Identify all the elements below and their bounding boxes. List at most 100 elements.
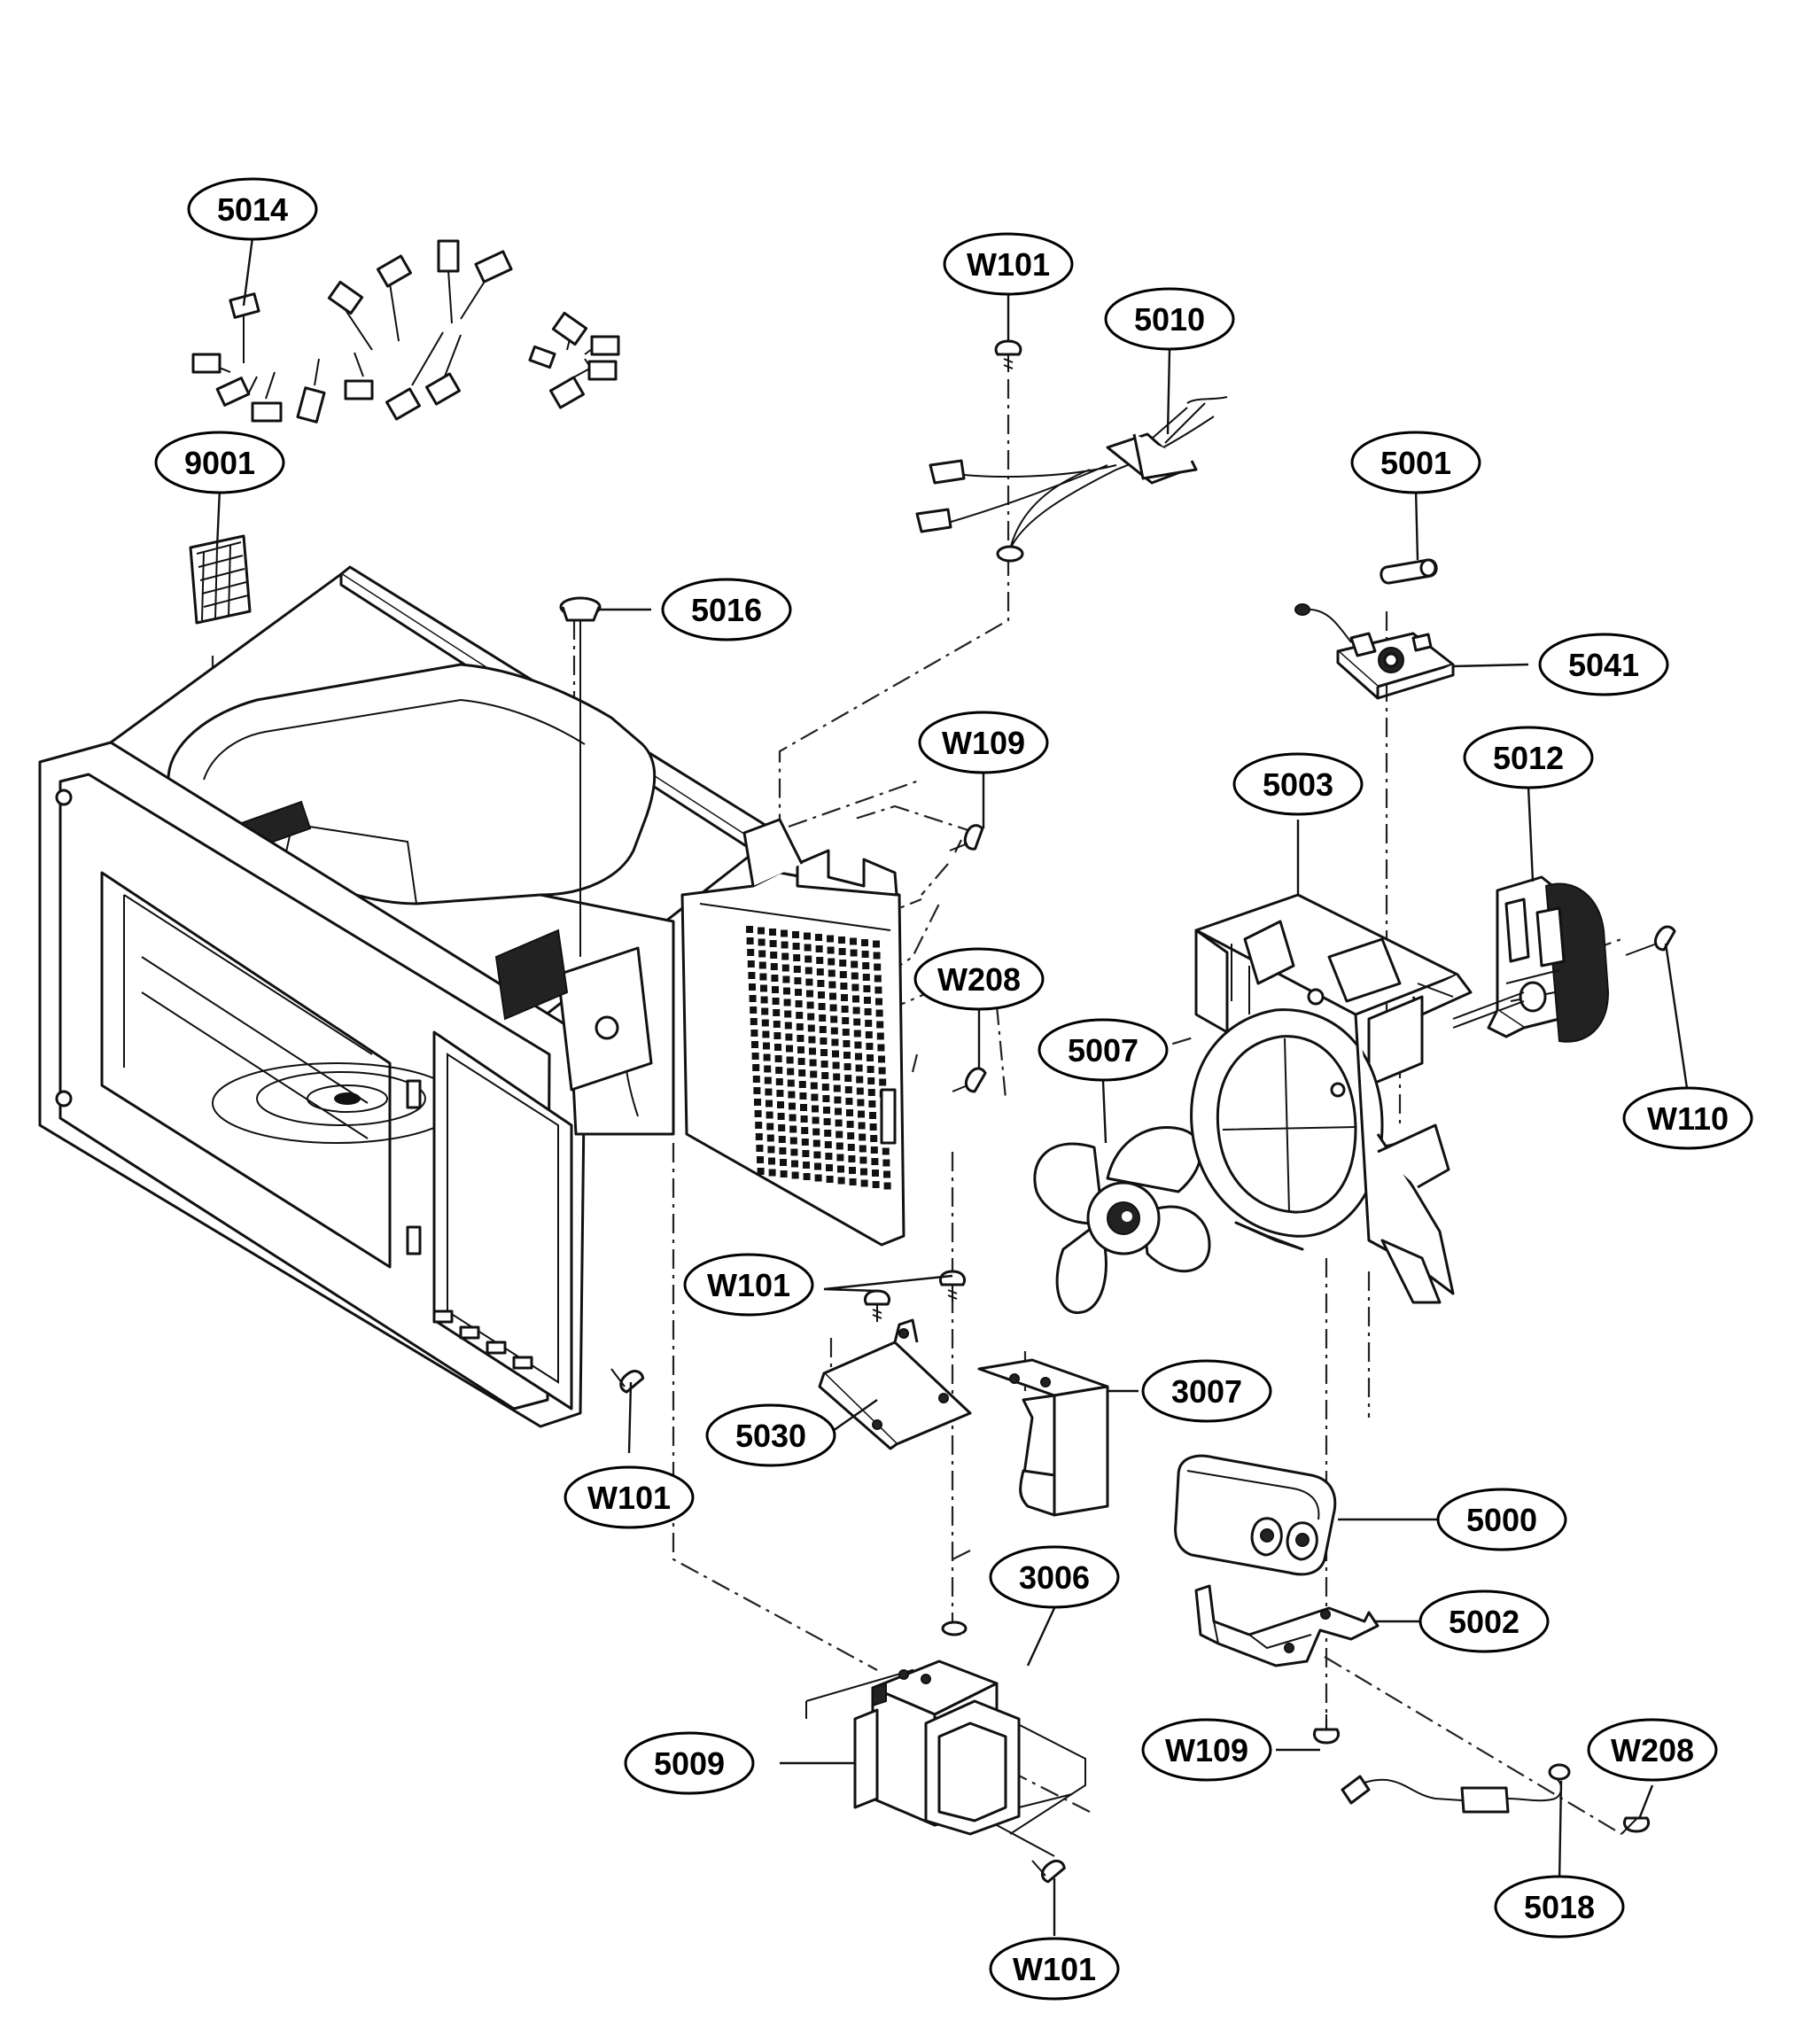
vent-hole	[860, 1168, 867, 1176]
vent-hole	[882, 1159, 890, 1167]
vent-hole	[798, 1069, 806, 1076]
callout-oval	[683, 1253, 814, 1317]
vent-hole	[837, 1177, 845, 1185]
vent-hole	[815, 934, 822, 941]
vent-hole	[750, 1018, 758, 1025]
vent-hole	[844, 1075, 852, 1082]
callout-3007: 3007	[1141, 1359, 1272, 1423]
vent-hole	[804, 932, 811, 940]
screw-w101-top	[994, 339, 1022, 372]
callout-oval	[1141, 1359, 1272, 1423]
callout-5007: 5007	[1038, 1018, 1169, 1082]
vent-hole	[777, 1113, 785, 1120]
back-panel-vent	[680, 818, 906, 1247]
vent-hole	[794, 977, 802, 984]
vent-hole	[766, 1111, 773, 1119]
vent-hole	[763, 1042, 770, 1050]
vent-hole	[855, 1064, 863, 1072]
vent-hole	[873, 940, 880, 948]
fan-blade-5007	[1033, 1125, 1211, 1315]
wire-harness-5014	[191, 239, 620, 424]
vent-hole	[840, 983, 848, 990]
vent-hole	[768, 1169, 776, 1177]
pad-9001	[189, 534, 252, 625]
callout-5030: 5030	[705, 1403, 836, 1467]
vent-hole	[872, 1170, 879, 1177]
vent-hole	[774, 1055, 782, 1062]
rod-3006	[941, 1620, 1033, 1676]
vent-hole	[864, 997, 871, 1004]
vent-hole	[764, 1076, 772, 1084]
capacitor-5000	[1174, 1454, 1337, 1576]
vent-hole	[869, 1123, 877, 1131]
vent-hole	[847, 1132, 855, 1139]
vent-hole	[754, 1110, 762, 1117]
vent-hole	[835, 1119, 843, 1127]
callout-oval	[918, 711, 1049, 774]
screw-pair-w101	[864, 1270, 966, 1322]
vent-hole	[757, 1156, 764, 1163]
vent-hole	[833, 1073, 841, 1081]
vent-hole	[821, 1072, 829, 1079]
vent-hole	[836, 1131, 843, 1139]
vent-hole	[883, 1182, 891, 1190]
vent-hole	[860, 1179, 868, 1187]
callout-oval	[1104, 287, 1235, 351]
vent-hole	[784, 1022, 792, 1030]
callout-leaders	[215, 237, 1690, 1936]
callout-oval	[943, 232, 1074, 296]
vent-hole	[864, 1008, 872, 1015]
callout-label: W109	[942, 725, 1025, 761]
capacitor-bracket-5002	[1194, 1584, 1380, 1667]
callout-oval	[661, 578, 792, 641]
vent-hole	[781, 952, 789, 960]
vent-hole	[807, 1013, 815, 1021]
callout-oval	[705, 1403, 836, 1467]
callout-label: 3007	[1171, 1373, 1242, 1410]
screw-w101-left	[610, 1368, 645, 1394]
vent-hole	[801, 1139, 809, 1146]
vent-hole	[790, 1148, 798, 1156]
vent-hole	[798, 1081, 806, 1088]
vent-hole	[797, 1035, 804, 1042]
callout-oval	[989, 1937, 1120, 2001]
vent-hole	[786, 1056, 794, 1064]
vent-hole	[796, 1023, 804, 1030]
vent-hole	[809, 1047, 816, 1055]
callout-label: 5002	[1449, 1604, 1520, 1640]
vent-hole	[839, 960, 847, 967]
vent-hole	[754, 1099, 761, 1106]
vent-hole	[843, 1040, 851, 1047]
callout-label: W208	[1611, 1732, 1694, 1768]
vent-hole	[765, 1088, 773, 1096]
callout-oval	[1463, 726, 1594, 789]
vent-hole	[816, 968, 824, 975]
vent-hole	[866, 1043, 874, 1050]
vent-hole	[849, 1178, 857, 1185]
vent-hole	[816, 957, 824, 964]
callout-label: W101	[1013, 1951, 1096, 1987]
vent-hole	[788, 1091, 796, 1099]
callout-label: 5003	[1263, 766, 1333, 803]
callout-5001: 5001	[1350, 431, 1481, 494]
vent-hole	[772, 986, 779, 993]
bracket-3007	[977, 1358, 1109, 1517]
vent-hole	[789, 1125, 797, 1133]
callout-oval	[564, 1465, 695, 1529]
screw-w109-lower	[1313, 1714, 1340, 1745]
vent-hole	[837, 1165, 844, 1173]
fuse-5001	[1380, 558, 1438, 585]
vent-hole	[805, 978, 813, 986]
vent-hole	[851, 972, 859, 980]
vent-hole	[766, 1100, 773, 1107]
vent-hole	[839, 971, 847, 978]
vent-hole	[836, 1142, 843, 1150]
vent-hole	[829, 992, 836, 1000]
vent-hole	[803, 1162, 810, 1169]
vent-hole	[773, 1009, 781, 1016]
vent-hole	[845, 1098, 853, 1105]
callout-oval	[1232, 752, 1364, 816]
vent-hole	[843, 1063, 851, 1070]
vent-hole	[791, 1171, 799, 1179]
